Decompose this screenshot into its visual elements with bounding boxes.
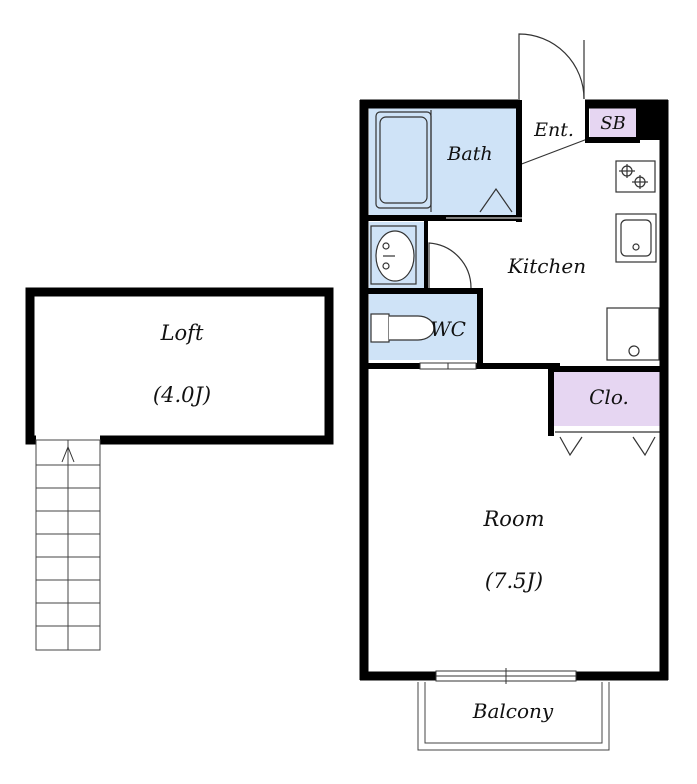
toilet-icon <box>370 313 435 343</box>
entrance-label: Ent. <box>533 119 574 141</box>
sink-icon <box>615 213 657 263</box>
balcony-area <box>417 682 610 751</box>
shoebox-label: SB <box>600 113 626 134</box>
room-label: Room <box>482 507 544 531</box>
closet-label: Clo. <box>589 385 629 409</box>
loft-area: Loft (4.0J) <box>25 287 334 446</box>
bath-label: Bath <box>446 143 492 165</box>
balcony-label: Balcony <box>472 699 554 723</box>
loft-size: (4.0J) <box>153 383 211 407</box>
stove-icon <box>615 160 656 193</box>
ladder-icon <box>35 439 101 651</box>
washer-pan-icon <box>606 307 660 361</box>
wc-label: WC <box>430 317 466 341</box>
closet-doors <box>555 431 660 457</box>
washbasin-icon <box>370 225 417 285</box>
room-size: (7.5J) <box>485 569 543 593</box>
balcony-window <box>435 668 577 684</box>
kitchen-label: Kitchen <box>507 254 586 278</box>
walls <box>359 99 669 681</box>
door-swing-icon <box>428 242 472 289</box>
door-swing-icon <box>518 33 585 100</box>
entrance-step-line <box>518 137 591 166</box>
bathtub-icon <box>375 110 513 213</box>
sliding-door <box>419 362 548 370</box>
loft-label: Loft <box>160 321 204 345</box>
